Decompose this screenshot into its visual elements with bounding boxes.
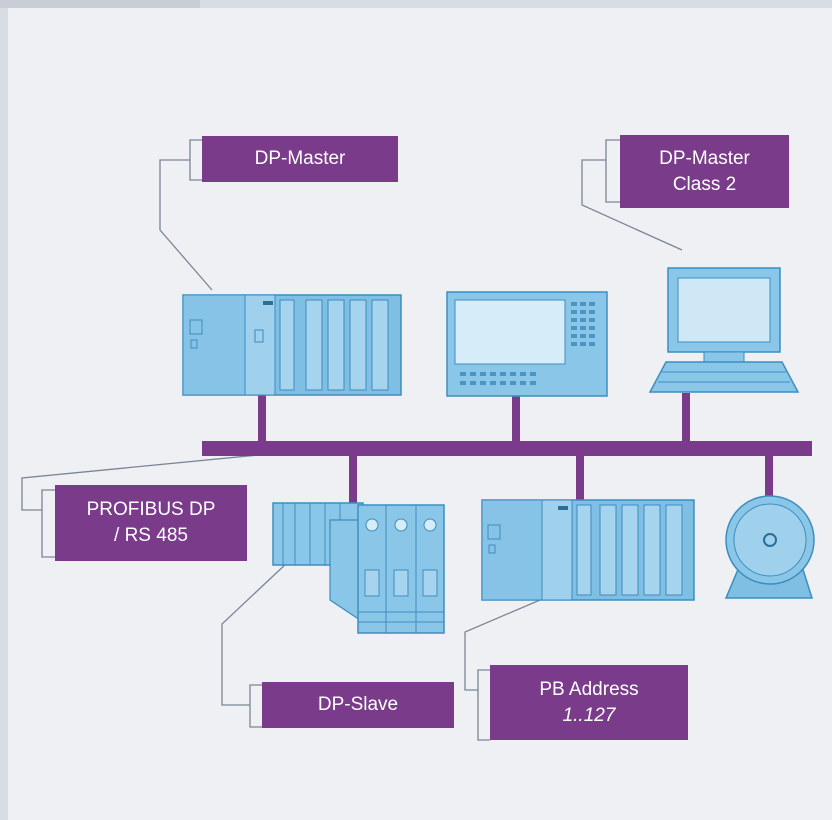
dp-master-class2-line2: Class 2 (672, 173, 737, 195)
top-strip (0, 0, 200, 8)
dp-master-class2-leader (581, 159, 683, 251)
pb-address-label: PB Address 1..127 (490, 665, 688, 740)
profibus-line1: PROFIBUS DP (86, 499, 216, 520)
slave-plc-icon (481, 499, 695, 601)
dp-slave-leader (221, 561, 289, 706)
io-module-icon (272, 502, 445, 634)
hmi-panel-icon (446, 291, 608, 397)
profibus-label: PROFIBUS DP / RS 485 (55, 485, 247, 561)
dp-master-bracket (189, 139, 202, 181)
plc-controller-icon (182, 294, 402, 396)
profibus-leader (21, 447, 331, 511)
pb-address-bracket (477, 669, 490, 741)
dp-slave-label: DP-Slave (262, 682, 454, 728)
bus-drop-hmi (512, 395, 520, 445)
pb-address-leader (464, 599, 541, 691)
bus-line (202, 441, 812, 456)
dp-master-label-text: DP-Master (254, 148, 346, 169)
pb-address-line1: PB Address (539, 678, 639, 700)
profibus-line2: / RS 485 (114, 525, 188, 546)
profibus-bracket (41, 489, 55, 558)
bus-drop-slave-plc (576, 452, 584, 502)
bus-drop-plc (258, 395, 266, 445)
profibus-bus (202, 393, 812, 507)
leader-lines (21, 139, 683, 741)
pc-workstation-icon (648, 267, 800, 393)
bus-drop-motor (765, 452, 773, 500)
bus-drop-pc (682, 393, 690, 443)
bus-drop-io (349, 452, 357, 507)
dp-master-label: DP-Master (202, 136, 398, 182)
dp-master-leader (159, 159, 213, 291)
dp-master-class2-label: DP-Master Class 2 (620, 135, 789, 208)
dp-slave-bracket (249, 684, 262, 728)
dp-master-class2-line1: DP-Master (659, 147, 750, 169)
pb-address-range: 1..127 (562, 704, 616, 726)
dp-slave-label-text: DP-Slave (317, 694, 399, 715)
motor-drive-icon (724, 495, 815, 599)
dp-master-class2-bracket (605, 139, 620, 203)
